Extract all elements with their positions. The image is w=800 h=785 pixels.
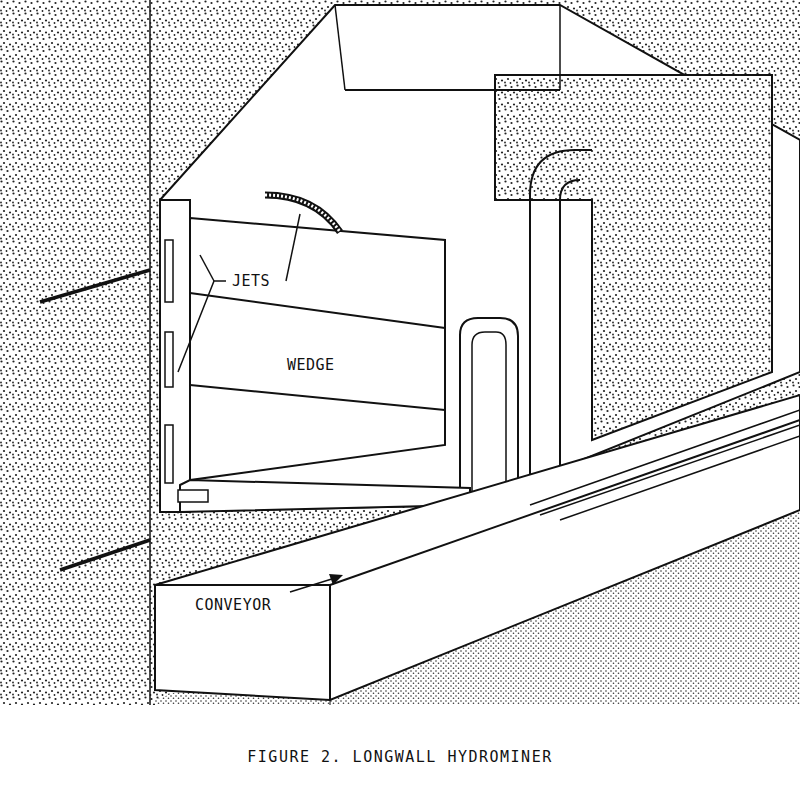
water-jet bbox=[40, 270, 150, 302]
face-line bbox=[149, 0, 151, 705]
conveyor-rail bbox=[540, 425, 800, 515]
water-jet bbox=[60, 540, 150, 570]
conveyor-trough bbox=[155, 395, 800, 700]
arch-frame bbox=[460, 318, 518, 505]
jet-slot bbox=[165, 425, 173, 483]
roof-edge bbox=[345, 89, 560, 91]
conveyor-rail bbox=[560, 436, 800, 520]
part-label: CONVEYOR bbox=[193, 596, 273, 614]
frame-opening bbox=[495, 75, 772, 440]
part-label: WEDGE bbox=[285, 356, 337, 374]
roof-edge bbox=[559, 5, 561, 90]
top-jet bbox=[265, 195, 340, 232]
top-jet bbox=[265, 195, 340, 232]
leader-line bbox=[200, 255, 214, 281]
leader-line bbox=[286, 214, 300, 281]
conveyor-edge bbox=[329, 585, 331, 700]
leader-line bbox=[178, 281, 226, 372]
conveyor-rail bbox=[530, 410, 800, 505]
roof-edge bbox=[335, 5, 345, 90]
flow-arrowhead bbox=[329, 574, 343, 585]
wedge bbox=[190, 218, 445, 480]
front-plate bbox=[160, 200, 190, 512]
part-label: JETS bbox=[230, 272, 272, 290]
wedge-line bbox=[190, 293, 445, 328]
jet-slot bbox=[165, 240, 173, 302]
arch-frame bbox=[472, 332, 506, 500]
conveyor-edge bbox=[155, 584, 330, 586]
flow-arrow bbox=[290, 578, 335, 592]
wedge-line bbox=[190, 385, 445, 410]
base-shoe bbox=[178, 490, 208, 502]
figure-caption: FIGURE 2. LONGWALL HYDROMINER bbox=[245, 748, 554, 766]
jet-slot bbox=[165, 332, 173, 387]
conveyor-edge bbox=[330, 700, 331, 705]
coal-seam bbox=[0, 0, 800, 705]
conveyor-rim bbox=[330, 420, 800, 585]
